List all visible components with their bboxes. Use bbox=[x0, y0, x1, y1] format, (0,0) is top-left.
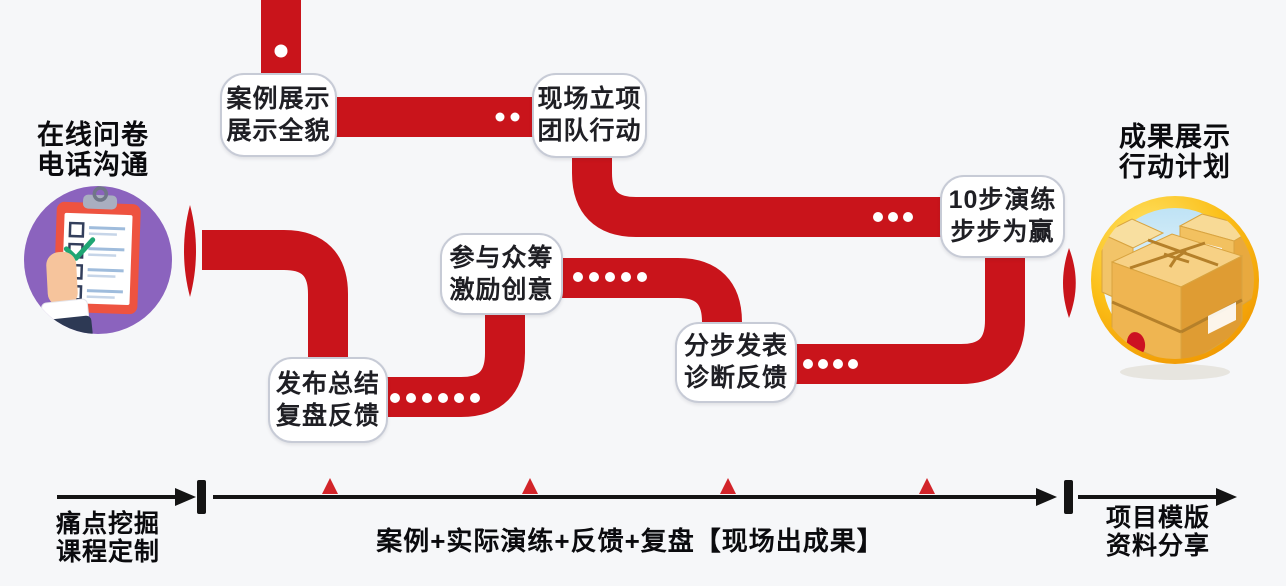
label-phase-template-share: 项目模版 资料分享 bbox=[1105, 504, 1210, 560]
bubble-line: 案例展示 bbox=[226, 84, 331, 113]
bubble-line: 分步发表 bbox=[683, 332, 788, 360]
bubble-line: 发布总结 bbox=[275, 369, 380, 398]
bubble-line: 团队行动 bbox=[537, 117, 642, 145]
bubble-line: 步步为赢 bbox=[950, 218, 1055, 246]
process-pipe-path bbox=[202, 0, 1025, 417]
timeline-tick bbox=[1064, 480, 1073, 514]
timeline-arrowhead bbox=[1216, 488, 1237, 506]
timeline-marker bbox=[919, 478, 935, 494]
parcel-icon bbox=[1091, 196, 1259, 380]
timeline-markers bbox=[322, 478, 935, 494]
bubble-summary-review: 发布总结 复盘反馈 bbox=[268, 357, 388, 443]
bubble-case-show: 案例展示 展示全貌 bbox=[220, 73, 337, 157]
bubble-line: 10步演练 bbox=[948, 186, 1057, 214]
flow-start-arrow-icon bbox=[184, 205, 196, 297]
clipboard-icon bbox=[24, 186, 172, 334]
timeline-arrowhead bbox=[1036, 488, 1057, 506]
timeline-tick bbox=[197, 480, 206, 514]
pipe-dots bbox=[274, 44, 913, 403]
timeline-marker bbox=[322, 478, 338, 494]
label-result-show: 成果展示 行动计划 bbox=[1119, 122, 1231, 182]
timeline-marker bbox=[720, 478, 736, 494]
bubble-stepwise-presentation: 分步发表 诊断反馈 bbox=[675, 322, 797, 403]
flow-end-arrow-icon bbox=[1063, 248, 1076, 318]
bubble-ten-step-drill: 10步演练 步步为赢 bbox=[940, 175, 1065, 258]
bubble-crowdfunding: 参与众筹 激励创意 bbox=[440, 233, 563, 315]
label-phase-painpoint: 痛点挖掘 课程定制 bbox=[55, 510, 160, 566]
bubble-project-kickoff: 现场立项 团队行动 bbox=[532, 73, 647, 158]
timeline-arrowhead bbox=[175, 488, 196, 506]
bubble-line: 诊断反馈 bbox=[683, 364, 788, 392]
label-phase-live-training: 案例+实际演练+反馈+复盘【现场出成果】 bbox=[376, 526, 884, 556]
timeline-marker bbox=[522, 478, 538, 494]
bubble-line: 现场立项 bbox=[537, 85, 642, 113]
label-online-survey: 在线问卷 电话沟通 bbox=[37, 120, 149, 180]
bubble-line: 复盘反馈 bbox=[275, 401, 380, 430]
timeline bbox=[57, 478, 1237, 514]
bubble-line: 展示全貌 bbox=[226, 116, 331, 145]
bubble-line: 激励创意 bbox=[449, 275, 554, 304]
bubble-line: 参与众筹 bbox=[449, 243, 554, 272]
